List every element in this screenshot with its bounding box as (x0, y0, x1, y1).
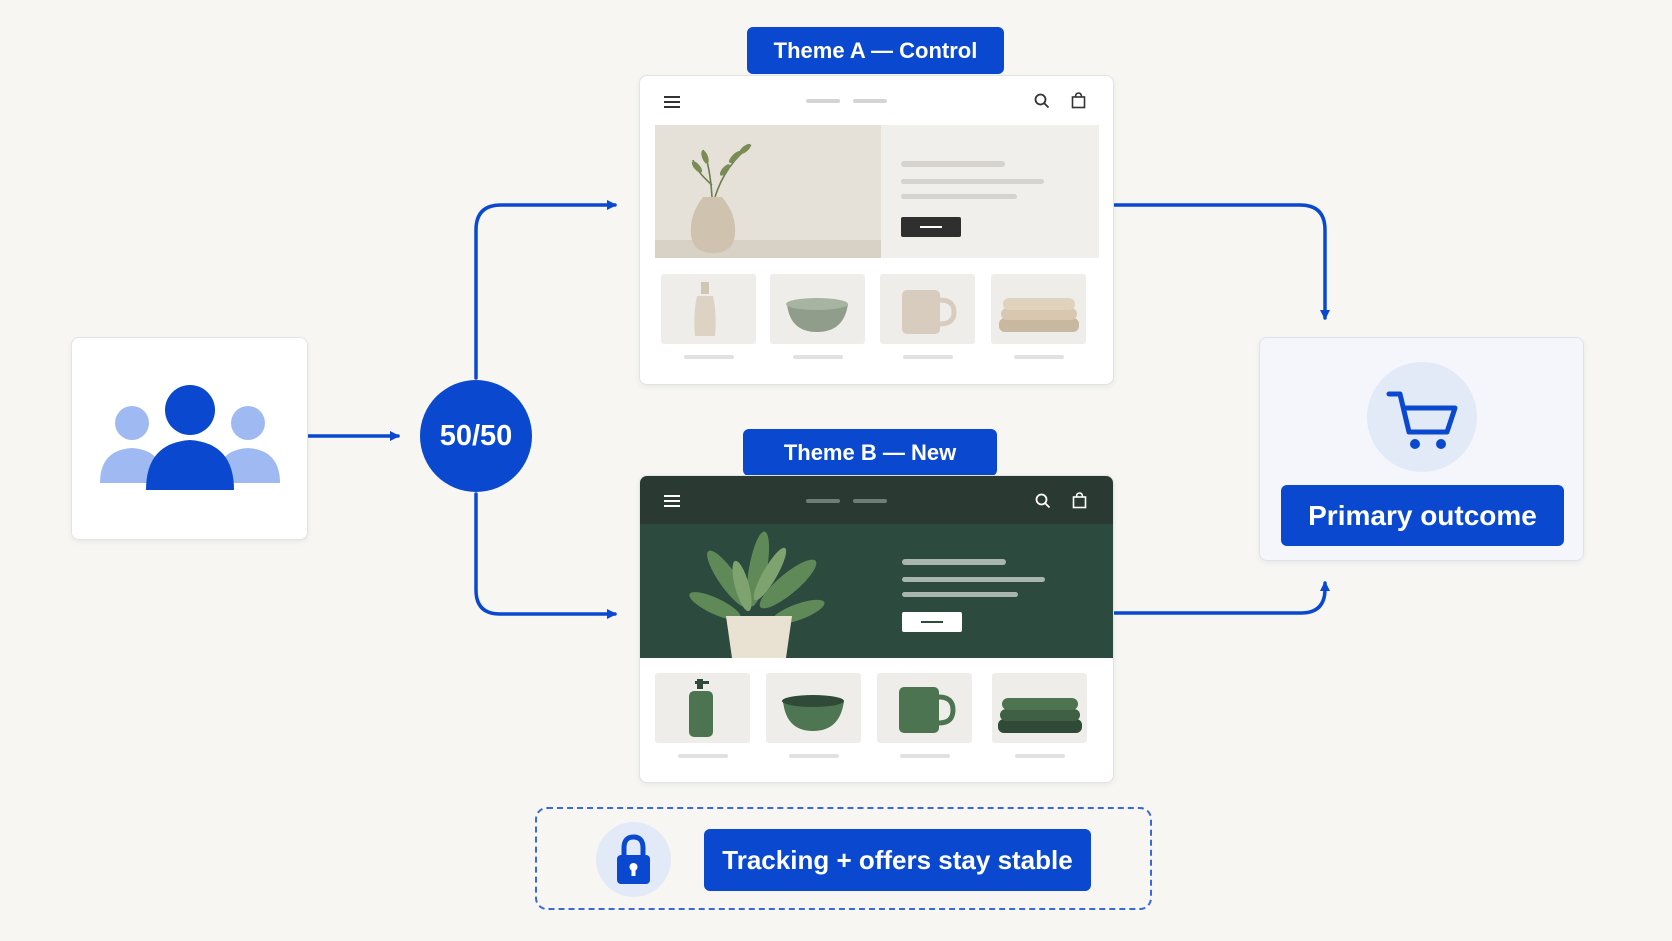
menu-icon (664, 96, 680, 108)
product-label-placeholder (678, 754, 728, 758)
hero-text-placeholder (902, 592, 1018, 597)
users-card (71, 337, 308, 540)
hero-text-placeholder (902, 559, 1006, 565)
split-label: 50/50 (439, 419, 513, 452)
arrow-split-to-theme-b (474, 492, 617, 619)
search-icon (1035, 493, 1051, 509)
theme-a-label-text: Theme A — Control (773, 37, 978, 63)
arrow-theme-a-to-outcome (1112, 203, 1330, 320)
split-node: 50/50 (420, 380, 532, 492)
theme-b-label: Theme B — New (743, 429, 997, 476)
primary-outcome-label: Primary outcome (1281, 485, 1564, 546)
nav-placeholder (853, 499, 887, 503)
nav-placeholder (853, 99, 887, 103)
outcome-card: Primary outcome (1259, 337, 1584, 561)
primary-outcome-label-text: Primary outcome (1308, 499, 1537, 531)
theme-a-navbar (640, 76, 1113, 126)
potted-plant-image (689, 531, 825, 658)
product-label-placeholder (789, 754, 839, 758)
stability-label: Tracking + offers stay stable (704, 829, 1091, 891)
hero-text-placeholder (901, 161, 1005, 167)
product-label-placeholder (1014, 355, 1064, 359)
arrow-theme-b-to-outcome (1112, 581, 1330, 615)
hero-text-placeholder (901, 179, 1044, 184)
users-icon (100, 385, 280, 490)
theme-b-navbar (640, 476, 1113, 524)
hero-cta-button[interactable] (901, 217, 961, 237)
lock-icon (617, 834, 650, 884)
bag-icon (1072, 492, 1087, 509)
product-label-placeholder (793, 355, 843, 359)
stability-label-text: Tracking + offers stay stable (722, 844, 1073, 875)
theme-a-hero (655, 125, 1099, 258)
product-thumb-bowl[interactable] (766, 673, 861, 743)
product-label-placeholder (684, 355, 734, 359)
product-thumb-mug[interactable] (877, 673, 972, 743)
hero-text-placeholder (901, 194, 1017, 199)
product-thumb-towels[interactable] (992, 673, 1087, 743)
nav-placeholder (806, 99, 840, 103)
theme-b-hero (640, 524, 1113, 658)
nav-placeholder (806, 499, 840, 503)
vase-plant-image (655, 125, 881, 258)
theme-a-label: Theme A — Control (747, 27, 1004, 74)
product-thumb-bottle[interactable] (661, 274, 756, 344)
hero-text-placeholder (902, 577, 1045, 582)
product-label-placeholder (1015, 754, 1065, 758)
product-thumb-soap[interactable] (655, 673, 750, 743)
arrow-split-to-theme-a (474, 200, 617, 380)
product-thumb-mug[interactable] (880, 274, 975, 344)
lock-icon-circle (596, 822, 671, 897)
product-label-placeholder (900, 754, 950, 758)
product-thumb-towels[interactable] (991, 274, 1086, 344)
cart-icon (1386, 391, 1458, 449)
product-thumb-bowl[interactable] (770, 274, 865, 344)
stability-box: Tracking + offers stay stable (535, 807, 1152, 910)
theme-a-mockup (639, 75, 1114, 385)
hero-cta-button[interactable] (902, 612, 962, 632)
product-label-placeholder (903, 355, 953, 359)
bag-icon (1071, 92, 1086, 109)
search-icon (1034, 93, 1050, 109)
theme-b-label-text: Theme B — New (783, 439, 957, 465)
menu-icon (664, 495, 680, 507)
cart-icon-circle (1367, 362, 1477, 472)
theme-b-mockup (639, 475, 1114, 783)
